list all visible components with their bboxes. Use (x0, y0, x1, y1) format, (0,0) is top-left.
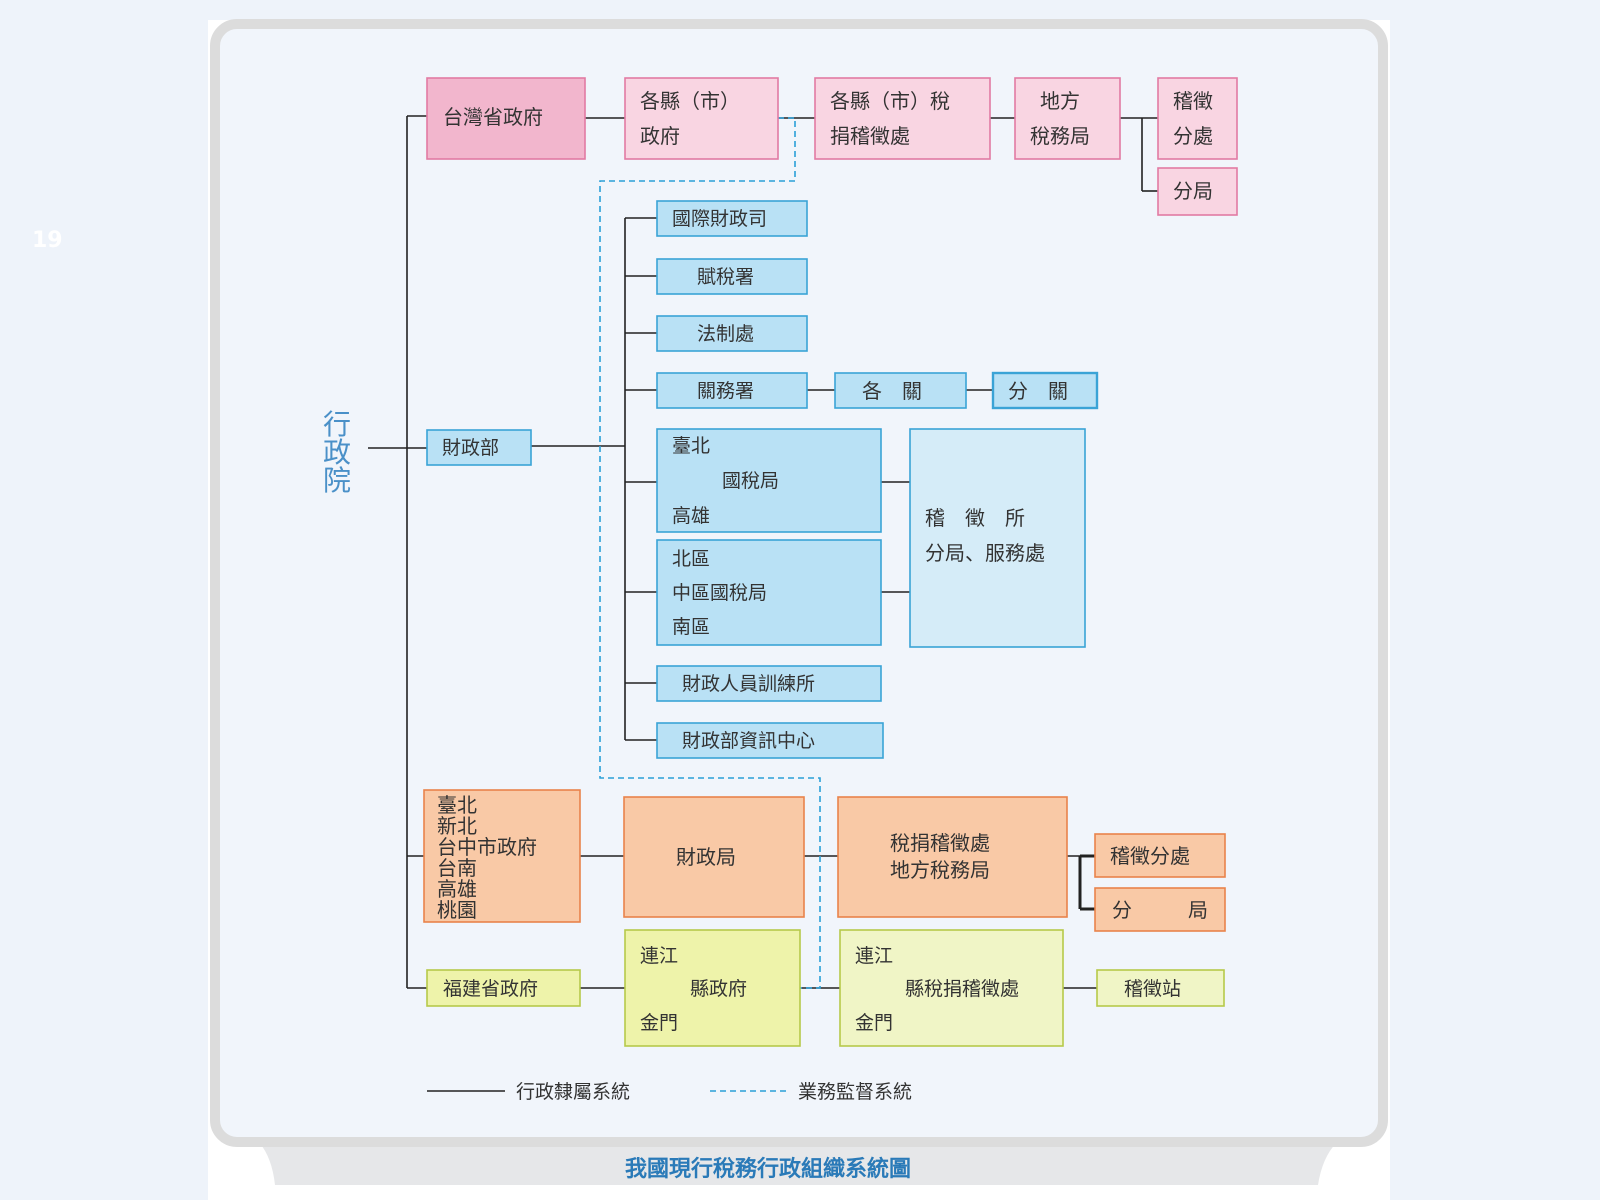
node-label-line2: 新北 (437, 814, 477, 838)
node-label: 稽徵站 (1124, 978, 1181, 1000)
node-customs-branches: 分 關 (991, 371, 1099, 410)
node-label-line3: 金門 (855, 1012, 893, 1034)
node-international-fiscal-dept: 國際財政司 (656, 200, 808, 237)
node-label-line2: 捐稽徵處 (830, 124, 910, 148)
node-national-taxation-bureau-city: 臺北 國稅局 高雄 (656, 428, 882, 533)
node-label: 台灣省政府 (443, 105, 543, 129)
node-collection-and-service-offices: 稽 徵 所 分局、服務處 (909, 428, 1086, 648)
slide-number: 19 (32, 228, 63, 253)
node-fujian-county-tax-office: 連江 縣稅捐稽徵處 金門 (839, 929, 1064, 1047)
node-national-taxation-bureau-region: 北區 中區國稅局 南區 (656, 539, 882, 646)
node-ministry-of-finance: 財政部 (426, 429, 532, 466)
node-label-line1: 各縣（市）稅 (830, 89, 950, 113)
node-label-line2: 稅務局 (1030, 124, 1090, 148)
node-label: 法制處 (697, 323, 754, 345)
node-label-line6: 桃園 (437, 898, 477, 922)
node-municipal-tax-office: 稅捐稽徵處 地方稅務局 (837, 796, 1068, 918)
node-municipal-collection-sub-office: 稽徵分處 (1094, 833, 1226, 878)
dashed-connector (599, 117, 821, 989)
node-county-government: 各縣（市） 政府 (624, 77, 779, 160)
node-collection-sub-office-top: 稽徵 分處 (1157, 77, 1238, 160)
root-char-1: 行 (323, 408, 351, 441)
node-label-line2: 國稅局 (722, 470, 779, 492)
node-label-line2: 地方稅務局 (890, 858, 990, 882)
node-fujian-provincial-government: 福建省政府 (426, 969, 581, 1007)
diagram-caption: 我國現行稅務行政組織系統圖 (625, 1156, 911, 1182)
node-finance-bureau: 財政局 (623, 796, 805, 918)
node-label-line3: 金門 (640, 1012, 678, 1034)
node-legal-affairs-dept: 法制處 (656, 315, 808, 352)
root-char-2: 政 (323, 436, 351, 469)
node-label: 財政部 (442, 437, 499, 459)
node-label-line5: 高雄 (437, 877, 477, 901)
node-label: 福建省政府 (443, 978, 538, 1000)
node-label: 分局 (1173, 179, 1213, 203)
node-label-line2: 分處 (1173, 124, 1213, 148)
solid-connectors (368, 115, 1158, 989)
node-customs-administration: 關務署 (656, 372, 808, 409)
node-label: 賦稅署 (697, 266, 754, 288)
node-label-line2: 縣政府 (690, 978, 747, 1000)
node-label: 各 關 (862, 379, 922, 403)
node-label: 財政人員訓練所 (682, 673, 815, 695)
node-label: 財政部資訊中心 (682, 730, 815, 752)
node-finance-training-institute: 財政人員訓練所 (656, 665, 882, 702)
node-local-tax-bureau: 地方 稅務局 (1014, 77, 1121, 160)
legend-dashed-label: 業務監督系統 (798, 1081, 912, 1103)
node-label: 國際財政司 (672, 208, 767, 230)
node-label: 財政局 (676, 845, 736, 869)
legend: 行政隸屬系統 業務監督系統 (427, 1081, 912, 1103)
node-branch-office-top: 分局 (1157, 167, 1238, 216)
node-taxation-agency: 賦稅署 (656, 258, 808, 295)
node-label-line1: 稅捐稽徵處 (890, 831, 990, 855)
node-label-line1: 臺北 (672, 435, 710, 457)
node-label: 分 關 (1008, 379, 1068, 403)
node-municipal-governments: 臺北 新北 台中市政府 台南 高雄 桃園 (423, 789, 581, 923)
node-label-line1: 連江 (855, 945, 893, 967)
node-label-part1: 分 (1112, 898, 1132, 922)
node-label-line2: 政府 (640, 124, 680, 148)
node-label-line1: 北區 (672, 548, 710, 570)
node-label-line3: 南區 (672, 616, 710, 638)
node-collection-station: 稽徵站 (1096, 969, 1225, 1007)
node-label-line2: 分局、服務處 (925, 541, 1045, 565)
node-label-line2: 縣稅捐稽徵處 (905, 978, 1019, 1000)
node-label-line3: 高雄 (672, 505, 710, 527)
node-label: 關務署 (697, 380, 754, 402)
node-label-line1: 臺北 (437, 793, 477, 817)
node-label-line4: 台南 (437, 856, 477, 880)
legend-solid-label: 行政隸屬系統 (516, 1081, 630, 1103)
node-label-line1: 稽徵 (1173, 89, 1213, 113)
node-municipal-branch-office: 分 局 (1094, 887, 1226, 932)
node-customs-offices: 各 關 (834, 372, 967, 409)
node-fiscal-information-center: 財政部資訊中心 (656, 722, 884, 759)
node-label-line1: 地方 (1040, 89, 1080, 113)
node-label-line3: 台中市政府 (437, 835, 537, 859)
root-char-3: 院 (323, 464, 351, 497)
node-label: 稽徵分處 (1110, 844, 1190, 868)
node-label-part2: 局 (1188, 898, 1208, 922)
node-fujian-county-government: 連江 縣政府 金門 (624, 929, 801, 1047)
node-taiwan-provincial-government: 台灣省政府 (426, 77, 586, 160)
node-label-line2: 中區國稅局 (672, 582, 767, 604)
node-label-line1: 稽 徵 所 (925, 506, 1025, 530)
node-county-tax-office: 各縣（市）稅 捐稽徵處 (814, 77, 991, 160)
node-label-line1: 連江 (640, 945, 678, 967)
node-label-line1: 各縣（市） (640, 89, 740, 113)
